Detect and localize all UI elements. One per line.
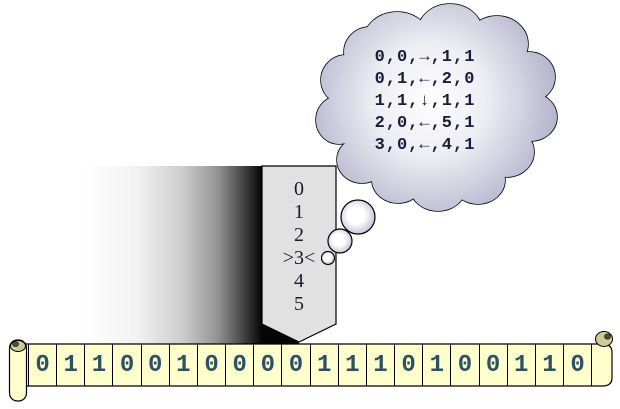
thought-bubbles (320, 199, 376, 266)
transition-rules: 0,0,→,1,1 0,1,←,2,0 1,1,↓,1,1 2,0,←,5,1 … (355, 47, 495, 157)
tape-scroll-left (8, 339, 28, 402)
tape-cell: 1 (365, 344, 394, 386)
shadow-wedge (85, 166, 299, 344)
tape-cell: 0 (253, 344, 281, 386)
tape-cell: 1 (168, 344, 197, 386)
tape-cell: 0 (478, 344, 507, 386)
state-2: 2 (294, 224, 304, 246)
state-3-current: >3< (282, 247, 316, 269)
tape-cell: 1 (56, 344, 84, 386)
rule-line: 3,0,←,4,1 (374, 136, 476, 155)
rule-line: 1,1,↓,1,1 (374, 92, 476, 111)
tape-scroll-right (595, 331, 613, 347)
tape-cell: 1 (337, 344, 366, 386)
state-1: 1 (294, 201, 304, 223)
tape-cell: 0 (140, 344, 169, 386)
thought-cloud-fill (316, 4, 557, 211)
tape-cell: 1 (534, 344, 563, 386)
state-0: 0 (294, 178, 304, 200)
rule-line: 0,1,←,2,0 (374, 70, 476, 89)
tape-cell: 0 (225, 344, 253, 386)
tape-cell: 0 (196, 344, 225, 386)
state-4: 4 (294, 270, 304, 292)
tape-cell: 0 (112, 344, 140, 386)
tape-cell: 0 (28, 344, 56, 386)
tape-cell: 0 (450, 344, 478, 386)
rule-line: 0,0,→,1,1 (374, 48, 476, 67)
tape-cell: 1 (506, 344, 535, 386)
tape: 0 1 1 0 0 1 0 0 0 0 1 1 1 0 1 0 0 1 1 0 (28, 344, 593, 386)
machine-head-shape (261, 165, 337, 343)
state-5: 5 (294, 293, 304, 315)
tape-cell: 0 (394, 344, 422, 386)
tape-cell: 1 (309, 344, 338, 386)
tape-cell: 1 (422, 344, 450, 386)
state-list: 0 1 2 >3< 4 5 (262, 178, 336, 316)
tape-cell: 1 (84, 344, 112, 386)
tape-cell-under-head: 0 (281, 344, 309, 386)
tape-cell: 0 (562, 344, 593, 386)
rule-line: 2,0,←,5,1 (374, 114, 476, 133)
